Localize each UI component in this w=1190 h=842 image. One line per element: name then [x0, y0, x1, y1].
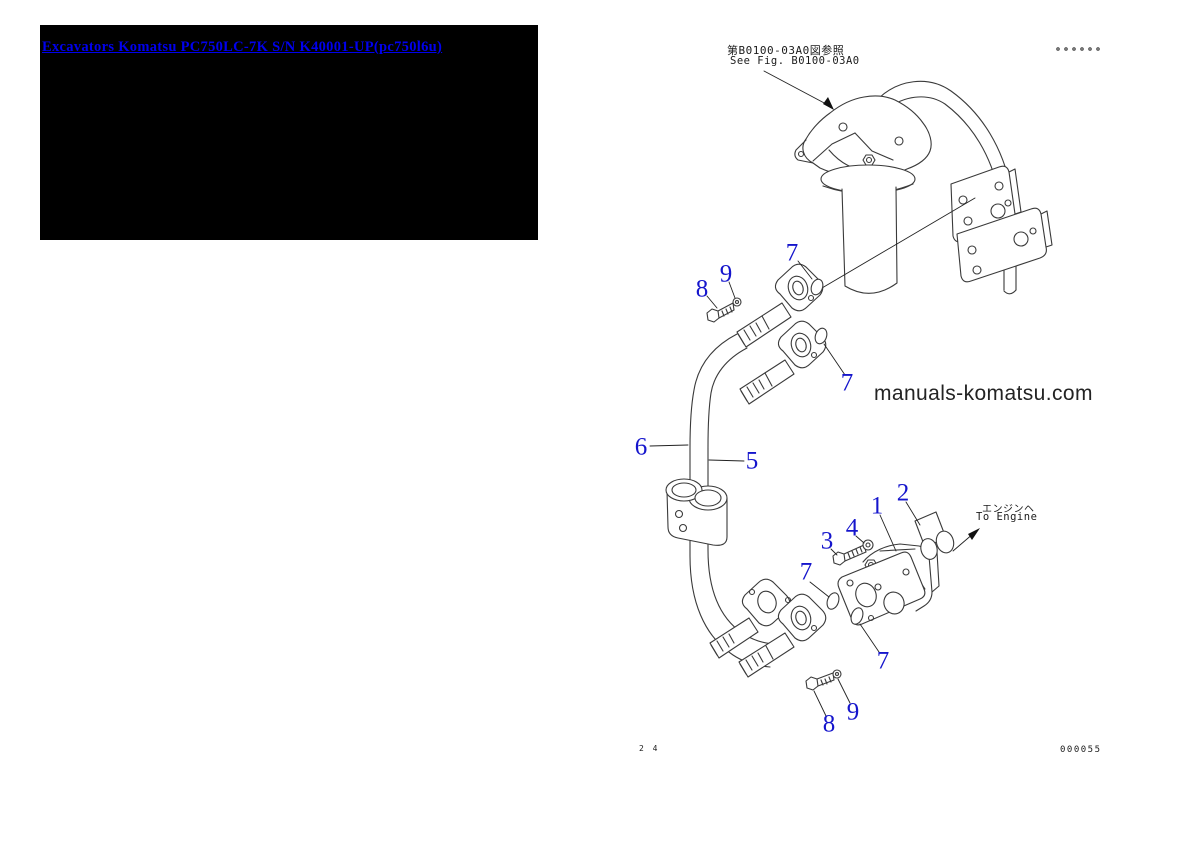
to-engine-label-en: To Engine — [976, 511, 1038, 523]
callout-number: 8 — [695, 275, 709, 303]
callout-number: 7 — [799, 558, 813, 586]
o-rings — [810, 278, 864, 625]
oil-filter-assembly — [794, 95, 932, 294]
sheet-code: 000055 — [1060, 745, 1102, 755]
top-left-black-panel: Excavators Komatsu PC750LC-7K S/N K40001… — [40, 25, 538, 240]
pipe-clamp — [665, 478, 728, 546]
callout-number: 6 — [634, 433, 648, 461]
bolt-and-washer-hardware — [706, 297, 874, 691]
callout-number: 7 — [876, 647, 890, 675]
sheet-frame — [1056, 47, 1100, 51]
callout-number: 8 — [822, 710, 836, 738]
upper-flange-fittings — [736, 263, 827, 405]
arrowhead-icon — [823, 97, 834, 110]
callout-number: 3 — [820, 527, 834, 555]
arrowhead-icon — [968, 528, 980, 540]
callout-number: 7 — [785, 239, 799, 267]
reference-leader — [821, 197, 976, 289]
callout-number: 2 — [896, 479, 910, 507]
callout-number: 1 — [870, 492, 884, 520]
callout-leader-lines — [649, 260, 921, 717]
lower-flange-fittings — [709, 578, 827, 678]
to-engine-arrow — [952, 528, 980, 552]
site-watermark: manuals-komatsu.com — [874, 382, 1093, 405]
callout-number: 5 — [745, 447, 759, 475]
callout-number: 9 — [846, 698, 860, 726]
fig-reference-jp: 第B0100-03A0図参照 — [727, 44, 845, 57]
fig-reference-en: See Fig. B0100-03A0 — [730, 55, 860, 67]
parts-catalog-link[interactable]: Excavators Komatsu PC750LC-7K S/N K40001… — [42, 39, 443, 55]
callout-number: 9 — [719, 260, 733, 288]
gasket-and-seals — [914, 511, 955, 560]
to-engine-label-jp: エンジンヘ — [982, 504, 1035, 515]
callout-number: 4 — [845, 514, 859, 542]
see-fig-arrow — [763, 70, 834, 110]
elbow-block — [837, 543, 940, 626]
callout-number: 7 — [840, 369, 854, 397]
mounting-bracket — [950, 165, 1053, 283]
page-number: 2 4 — [639, 744, 660, 753]
